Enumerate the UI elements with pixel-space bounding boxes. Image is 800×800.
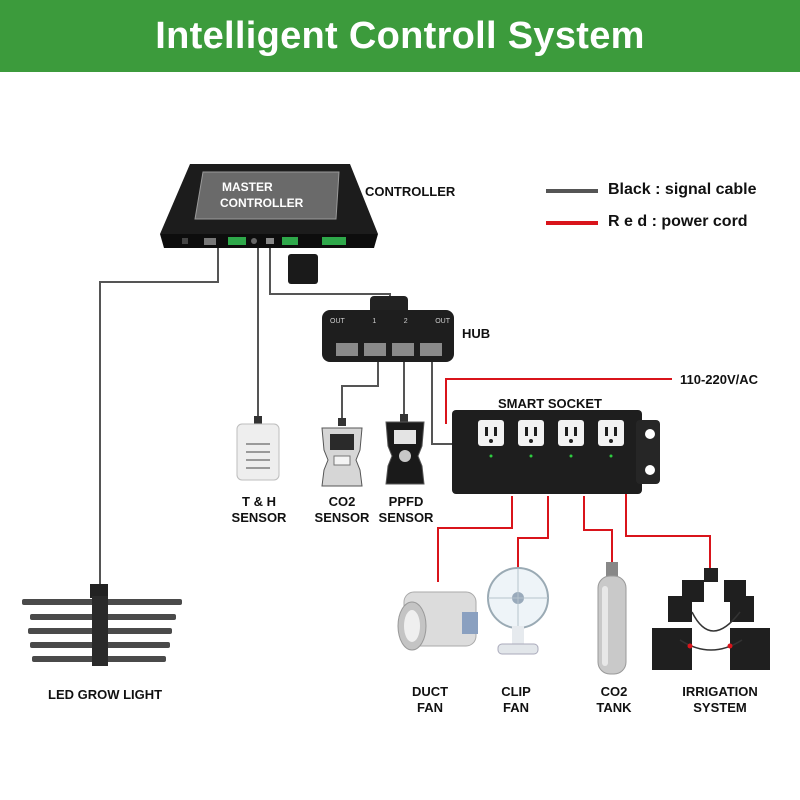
- ppfd-sensor-label-line1: PPFD: [388, 494, 424, 509]
- th-sensor-label: T & H SENSOR: [214, 494, 304, 526]
- hub-label: HUB: [462, 326, 491, 341]
- clip-fan-label: CLIP FAN: [476, 684, 556, 716]
- controller-label: CONTROLLER: [365, 184, 456, 199]
- master-controller: [160, 164, 378, 248]
- hub-port-label: 2: [403, 318, 408, 325]
- co2-tank-label-line1: CO2: [600, 684, 628, 699]
- cord-socket-duct-fan: [437, 496, 513, 582]
- hub-port-label: OUT: [330, 318, 345, 325]
- controller-screen-line2: CONTROLLER: [220, 196, 304, 210]
- ppfd-sensor-device: [385, 414, 425, 485]
- clip-fan-label-line1: CLIP: [501, 684, 531, 699]
- smart-socket-device: [452, 410, 660, 494]
- cable-controller-led: [99, 248, 219, 588]
- power-cords: [437, 378, 711, 582]
- grow-light-label: LED GROW LIGHT: [48, 687, 163, 702]
- co2-sensor-label-line1: CO2: [328, 494, 356, 509]
- legend-signal-swatch: [546, 189, 598, 193]
- led-grow-light-device: [22, 584, 182, 666]
- hub-device: [322, 296, 454, 362]
- ppfd-sensor-label-line2: SENSOR: [378, 510, 434, 525]
- clip-fan-device: [487, 567, 549, 655]
- smart-socket-label: SMART SOCKET: [498, 396, 602, 411]
- title-banner: Intelligent Controll System: [0, 0, 800, 72]
- voltage-label: 110-220V/AC: [680, 372, 759, 387]
- irrigation-label: IRRIGATION SYSTEM: [662, 684, 778, 716]
- page-title: Intelligent Controll System: [155, 14, 645, 57]
- legend-signal-label: Black : signal cable: [608, 181, 757, 198]
- clip-fan-label-line2: FAN: [503, 700, 529, 715]
- th-sensor-label-line1: T & H: [242, 494, 276, 509]
- co2-tank-device: [597, 562, 627, 675]
- th-sensor-device: [236, 416, 280, 481]
- hub-port-label: OUT: [435, 318, 450, 325]
- co2-sensor-device: [321, 418, 363, 487]
- duct-fan-device: [397, 591, 478, 651]
- cable-hub-co2: [341, 360, 379, 422]
- ppfd-sensor-label: PPFD SENSOR: [366, 494, 446, 526]
- cord-socket-irrigation: [625, 492, 711, 572]
- cord-socket-co2-tank: [583, 496, 613, 568]
- irrigation-label-line2: SYSTEM: [693, 700, 747, 715]
- co2-tank-label-line2: TANK: [596, 700, 632, 715]
- irrigation-system-device: [652, 568, 770, 670]
- irrigation-label-line1: IRRIGATION: [682, 684, 758, 699]
- power-adapter-block: [288, 254, 318, 284]
- legend-power-label: R e d : power cord: [608, 213, 748, 230]
- duct-fan-label-line2: FAN: [417, 700, 443, 715]
- legend-power-swatch: [546, 221, 598, 225]
- co2-tank-label: CO2 TANK: [574, 684, 654, 716]
- cord-mains-socket: [445, 378, 672, 424]
- cord-socket-clip-fan: [517, 496, 549, 572]
- hub-port-label: 1: [372, 318, 377, 325]
- th-sensor-label-line2: SENSOR: [231, 510, 287, 525]
- duct-fan-label: DUCT FAN: [390, 684, 470, 716]
- duct-fan-label-line1: DUCT: [411, 684, 449, 699]
- controller-screen-line1: MASTER: [222, 180, 273, 194]
- co2-sensor-label-line2: SENSOR: [314, 510, 370, 525]
- hub-port-labels: OUT 1 2 OUT: [330, 318, 450, 325]
- co2-sensor-label: CO2 SENSOR: [302, 494, 382, 526]
- cable-hub-socket: [431, 360, 456, 445]
